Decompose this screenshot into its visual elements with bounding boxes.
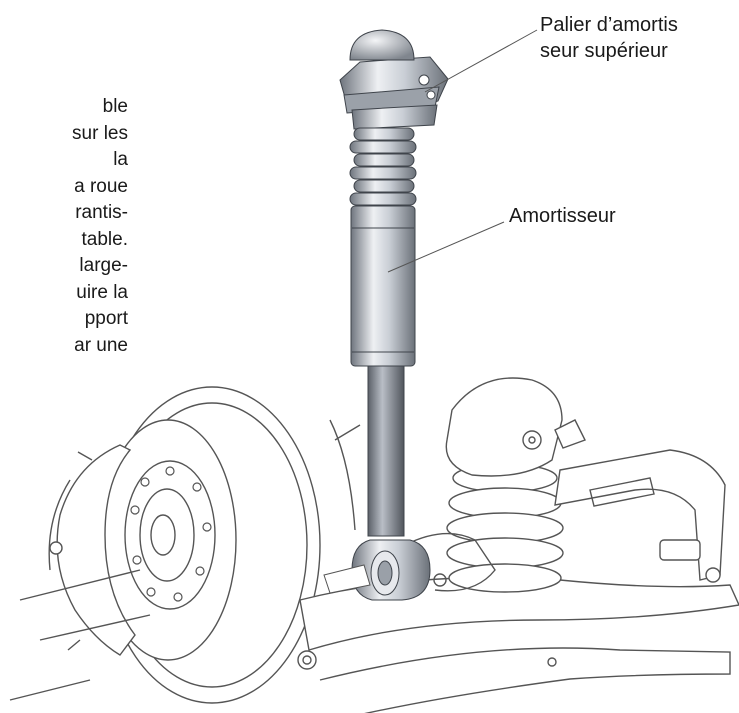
upper-mount (445, 377, 563, 477)
trailing-arm (9, 569, 151, 701)
body-text-line: a roue (74, 175, 128, 197)
bushing-left (297, 650, 317, 670)
body-text-line: sur les (72, 122, 128, 144)
dust-boot-bellows (349, 127, 417, 206)
body-text-line: uire la (76, 281, 128, 303)
body-text-line: ble (102, 96, 128, 117)
shock-absorber-label: Amortisseur (509, 205, 616, 227)
subframe (554, 449, 726, 581)
brake-caliper (56, 444, 136, 656)
body-text-column: ble sur les la a roue rantis- table. lar… (0, 94, 128, 424)
body-text-line: la (113, 149, 128, 170)
upper-bearing-label: Palier d’amortis seur supérieur (540, 12, 678, 64)
body-text-line: pport (84, 308, 128, 329)
shock-absorber (323, 29, 449, 601)
coil-spring (446, 463, 564, 593)
body-text-line: ar une (74, 334, 128, 356)
wheel-bolt-holes (130, 466, 212, 602)
axle-line-art (9, 377, 739, 713)
body-text-line: rantis- (75, 202, 128, 223)
body-text-line: large- (79, 255, 128, 276)
body-text-line: table. (81, 228, 128, 250)
leader-lines (387, 29, 538, 273)
leader-upper-bearing (424, 29, 538, 93)
leader-shock-absorber (387, 221, 505, 273)
upper-bearing-label-line: Palier d’amortis (540, 14, 678, 36)
upper-bearing-label-line: seur supérieur (540, 40, 668, 62)
